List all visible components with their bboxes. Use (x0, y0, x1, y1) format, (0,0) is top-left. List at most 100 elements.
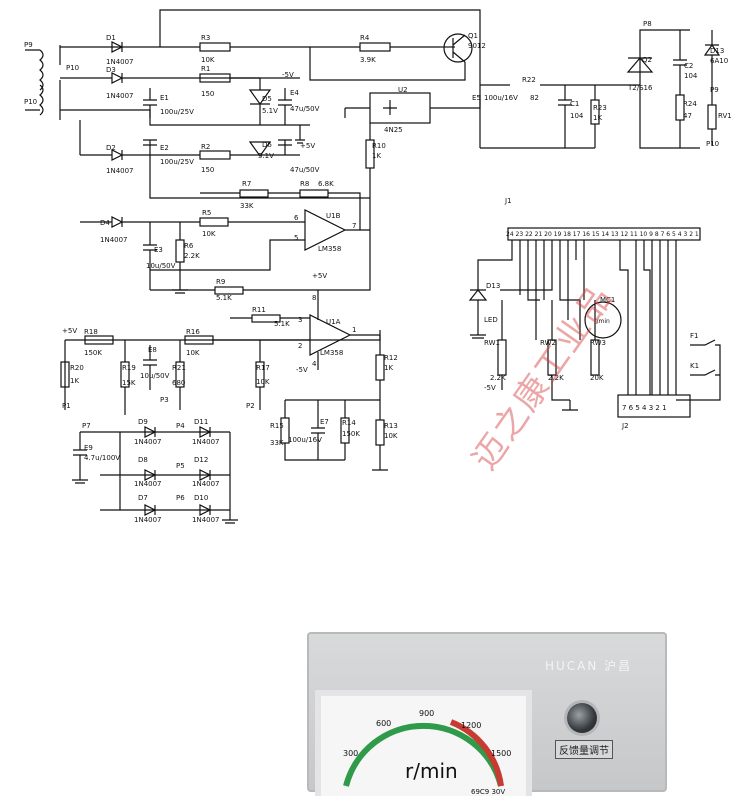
label-d13: D13 (710, 47, 724, 55)
label-r18-value: 150K (84, 349, 102, 357)
label-r3: R3 (201, 34, 210, 42)
label-d12-value: 1N4007 (192, 480, 220, 488)
label-r9-value: 5.1K (216, 294, 232, 302)
meter-unit-label: r/min (405, 759, 458, 783)
label-rv1: RV1 (718, 112, 732, 120)
label-r14: R14 (342, 419, 356, 427)
label-d4-value: 1N4007 (100, 236, 128, 244)
label-r20: R20 (70, 364, 84, 372)
label-p1: P1 (62, 402, 71, 410)
label-d8: D8 (138, 456, 148, 464)
label-d7-value: 1N4007 (134, 516, 162, 524)
label-r5-value: 10K (202, 230, 216, 238)
label-e2: E2 (160, 144, 169, 152)
label-r18: R18 (84, 328, 98, 336)
label-p2: P2 (246, 402, 255, 410)
label-r11: R11 (252, 306, 266, 314)
label-p9: P9 (24, 41, 33, 49)
label-mc1: MC1 (600, 296, 615, 304)
label-e8-value: 10u/50V (140, 372, 170, 380)
label-p5: P5 (176, 462, 185, 470)
label-e1-value: 100u/25V (160, 108, 194, 116)
label-e5-value: 100u/16V (484, 94, 518, 102)
label-e2-value: 100u/25V (160, 158, 194, 166)
label-e5: E5 (472, 94, 481, 102)
label-r24: R24 (683, 100, 697, 108)
label-e1: E1 (160, 94, 169, 102)
label-r9: R9 (216, 278, 225, 286)
label-d7: D7 (138, 494, 148, 502)
label-d8-value: 1N4007 (134, 480, 162, 488)
label-r10: R10 (372, 142, 386, 150)
label-r19: R19 (122, 364, 136, 372)
label-q2: Q2 (642, 56, 652, 64)
label-d11-value: 1N4007 (192, 438, 220, 446)
label-p9b: P9 (710, 86, 719, 94)
label-rw2-value: 2.2K (548, 374, 564, 382)
label-e3-value: 10u/50V (146, 262, 176, 270)
label-pin8: 8 (312, 294, 316, 302)
label-d3: D3 (106, 66, 116, 74)
label-d9-value: 1N4007 (134, 438, 162, 446)
label-pos5: +5V (300, 142, 315, 150)
label-rw3: RW3 (590, 339, 606, 347)
label-j1: J1 (504, 197, 512, 205)
label-u1b-value: LM358 (318, 245, 341, 253)
label-p7: P7 (82, 422, 91, 430)
label-r17-value: 10K (256, 378, 270, 386)
label-e4: E4 (290, 89, 299, 97)
label-pin1: 1 (352, 326, 356, 334)
label-r16-value: 10K (186, 349, 200, 357)
dial-tick-1200: 1200 (461, 721, 481, 730)
label-r21-value: 680 (172, 379, 185, 387)
label-c2: C2 (684, 62, 693, 70)
label-d5: D5 (262, 95, 272, 103)
label-r22: R22 (522, 76, 536, 84)
label-r16: R16 (186, 328, 200, 336)
label-r19-value: 15K (122, 379, 136, 387)
label-d1-value: 1N4007 (106, 58, 134, 66)
label-r17: R17 (256, 364, 270, 372)
label-e9-value: 4.7u/100V (84, 454, 120, 462)
dial-tick-300: 300 (343, 749, 358, 758)
schematic-labels: P9 P10 P10 D1 1N4007 D3 1N4007 D2 1N4007… (24, 20, 732, 524)
label-r12-value: 1K (384, 364, 393, 372)
label-d13-value: 6A10 (710, 57, 728, 65)
label-u1a-value: LM358 (320, 349, 343, 357)
label-r10-value: 1K (372, 152, 381, 160)
label-rw3-value: 20K (590, 374, 604, 382)
label-f1: F1 (690, 332, 698, 340)
label-pin4: 4 (312, 360, 317, 368)
label-e9: E9 (84, 444, 93, 452)
label-r11-value: 5.1K (274, 320, 290, 328)
label-pin3: 3 (298, 316, 302, 324)
label-q1: Q1 (468, 32, 478, 40)
label-r4: R4 (360, 34, 370, 42)
label-r23-value: 1K (593, 114, 602, 122)
label-d4: D4 (100, 219, 110, 227)
label-pin7: 7 (352, 222, 356, 230)
label-p10: P10 (66, 64, 79, 72)
label-r7: R7 (242, 180, 251, 188)
label-e7-value: 100u/16V (288, 436, 322, 444)
label-c1-value: 104 (570, 112, 584, 120)
label-mc1-unit: r/min (594, 318, 610, 325)
label-r22-value: 82 (530, 94, 539, 102)
label-e8: E8 (148, 346, 157, 354)
label-r2: R2 (201, 143, 210, 151)
label-j1-pins: 24 23 22 21 20 19 18 17 16 15 14 13 12 1… (506, 231, 699, 238)
label-e4b-value: 47u/50V (290, 166, 320, 174)
label-d10: D10 (194, 494, 208, 502)
label-pin5: 5 (294, 234, 298, 242)
label-r23: R23 (593, 104, 607, 112)
label-d1: D1 (106, 34, 116, 42)
label-j2-pins: 7 6 5 4 3 2 1 (622, 404, 667, 412)
label-r15-value: 33K (270, 439, 284, 447)
dial-tick-600: 600 (376, 719, 391, 728)
feedback-adjust-knob[interactable] (567, 703, 597, 733)
feedback-adjust-label: 反馈量调节 (555, 740, 613, 759)
label-u1b: U1B (326, 212, 341, 220)
label-pin6: 6 (294, 214, 299, 222)
meter-dial: 300 600 900 1200 1500 r/min 69C9 30V (343, 709, 511, 796)
